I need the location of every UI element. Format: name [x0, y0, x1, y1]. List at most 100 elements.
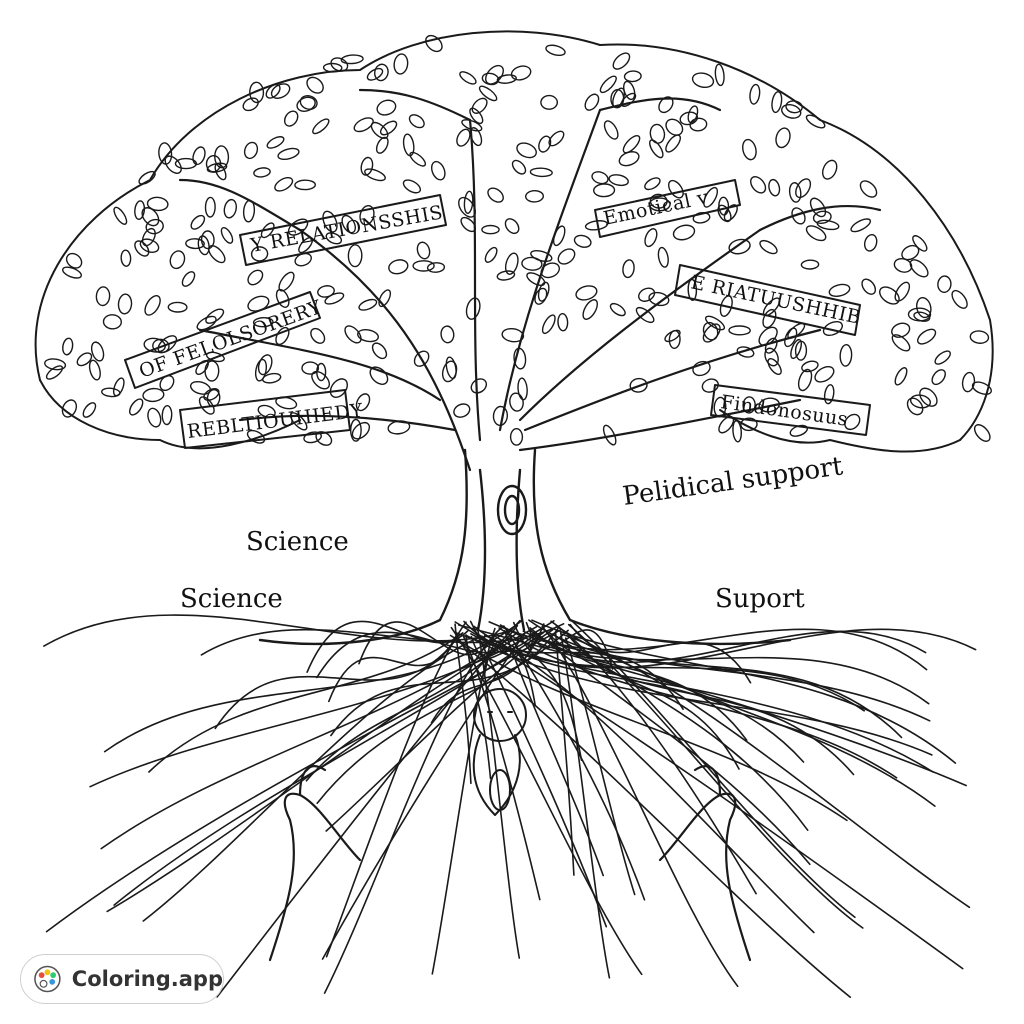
root-strand — [528, 619, 903, 739]
leaf — [603, 120, 619, 140]
label-science-lower: Science — [180, 584, 283, 614]
leaf — [249, 81, 265, 104]
root-strand — [541, 625, 739, 988]
watermark-badge[interactable]: Coloring.app — [20, 954, 224, 1004]
leaf — [517, 377, 528, 401]
leaf — [340, 54, 364, 65]
leaf — [143, 337, 166, 353]
leaf — [844, 413, 861, 431]
leaf — [44, 358, 67, 371]
leaf — [582, 299, 598, 320]
leaf — [198, 396, 215, 415]
leaf — [388, 259, 409, 275]
leaf — [510, 65, 532, 81]
leaf — [250, 246, 269, 262]
leaf — [113, 206, 128, 225]
leaf — [764, 347, 779, 367]
tree-trunk — [258, 448, 792, 646]
leaf — [204, 360, 220, 382]
leaf — [937, 275, 952, 293]
banner-findonosuus: Findonosuus — [710, 384, 871, 436]
root-strand — [554, 631, 575, 876]
leaf — [795, 178, 812, 199]
leaf — [289, 412, 308, 431]
leaf — [146, 196, 169, 212]
leaf — [907, 307, 932, 322]
leaf — [453, 403, 471, 418]
leaf — [456, 128, 471, 147]
leaf — [484, 246, 498, 263]
leaf — [117, 293, 133, 315]
leaf — [717, 204, 732, 223]
leaf — [672, 224, 696, 241]
root-strand — [328, 633, 458, 703]
leaf — [214, 145, 230, 169]
leaf — [805, 114, 826, 129]
leaf — [478, 85, 498, 102]
leaf — [366, 67, 384, 81]
leaf — [102, 314, 122, 330]
leaf — [740, 417, 758, 432]
leaf — [402, 179, 422, 194]
root-strand — [113, 631, 545, 906]
leaf — [909, 259, 929, 278]
leaf — [496, 74, 517, 84]
leaf — [283, 110, 299, 127]
leaf — [575, 285, 598, 301]
leaf — [649, 123, 666, 144]
root-strand — [216, 619, 521, 998]
leaf — [139, 238, 160, 253]
leaf — [425, 34, 443, 53]
leaf — [894, 281, 911, 302]
leaf — [294, 179, 316, 191]
leaf — [504, 218, 520, 235]
leaf — [758, 326, 778, 346]
leaf — [203, 388, 220, 401]
root-strand — [470, 633, 865, 712]
leaf — [196, 315, 217, 331]
leaf — [200, 230, 215, 250]
leaf — [839, 344, 853, 367]
banner-relationship-right: E RIATUUSHHIB — [674, 264, 863, 336]
baby-figure — [472, 688, 527, 816]
leaf — [525, 189, 544, 203]
leaf — [622, 134, 641, 154]
root-strand — [567, 623, 864, 929]
leaf — [174, 157, 197, 170]
root-strand — [555, 625, 936, 807]
leaf — [909, 394, 932, 409]
leaf — [814, 365, 835, 383]
leaf — [322, 210, 338, 233]
leaf — [665, 134, 681, 153]
leaf — [768, 178, 781, 197]
leaf — [584, 220, 609, 231]
leaf — [692, 211, 711, 224]
tree-canopy — [34, 30, 994, 453]
leaf — [416, 241, 431, 260]
tree-branches — [178, 88, 882, 472]
leaf — [931, 369, 946, 386]
leaf — [185, 238, 205, 250]
leaf — [794, 340, 808, 361]
leaf — [912, 235, 928, 252]
leaf — [278, 271, 295, 292]
leaf — [469, 107, 484, 125]
leaf — [426, 262, 446, 273]
leaf — [324, 292, 345, 305]
leaf — [260, 222, 275, 239]
leaf — [891, 322, 911, 338]
leaf — [144, 295, 161, 316]
leaf — [521, 256, 543, 271]
leaf — [496, 270, 516, 281]
leaf — [408, 114, 425, 129]
leaf — [509, 392, 524, 412]
leaf — [638, 287, 656, 302]
leaf — [303, 431, 322, 444]
leaf — [593, 183, 616, 198]
leaf — [863, 233, 878, 252]
leaf — [252, 316, 274, 328]
leaf — [557, 313, 569, 332]
leaf — [501, 327, 525, 343]
leaf — [749, 83, 761, 105]
